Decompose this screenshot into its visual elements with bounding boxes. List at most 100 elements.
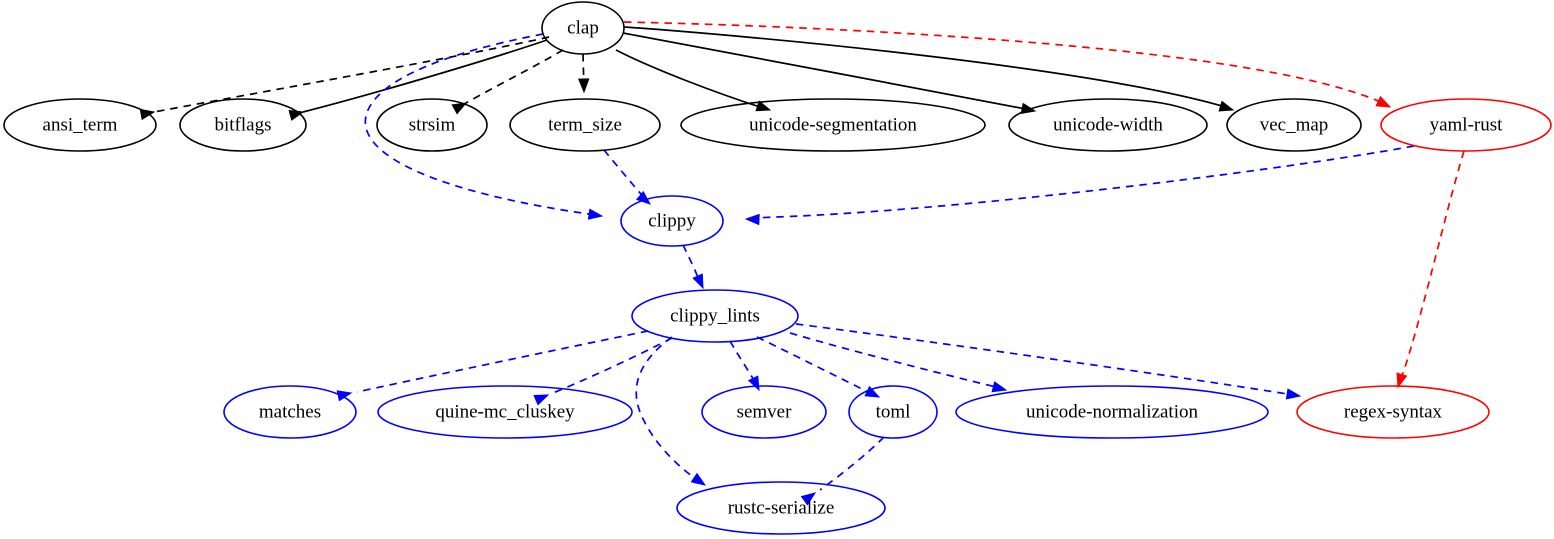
- edge-line: [682, 244, 701, 283]
- graph-node-toml[interactable]: toml: [848, 385, 938, 439]
- edge-line: [552, 337, 673, 394]
- node-label: unicode-normalization: [1026, 401, 1198, 422]
- node-label: rustc-serialize: [728, 497, 835, 518]
- graph-node-term_size[interactable]: term_size: [509, 98, 661, 152]
- graph-edge: [364, 33, 604, 220]
- edge-arrowhead: [578, 78, 590, 94]
- graph-edge: [623, 26, 1235, 112]
- graph-edge: [744, 145, 1415, 226]
- edge-arrowhead: [744, 213, 760, 226]
- node-ellipse: [1380, 98, 1552, 152]
- node-ellipse: [680, 98, 986, 152]
- edge-line: [465, 49, 564, 104]
- edge-line: [635, 336, 701, 483]
- edge-line: [623, 21, 1386, 105]
- node-ellipse: [1008, 98, 1208, 152]
- node-ellipse: [509, 98, 661, 152]
- node-label: strsim: [409, 114, 456, 135]
- edge-line: [729, 340, 757, 385]
- graph-edge: [623, 21, 1392, 108]
- node-ellipse: [631, 289, 799, 343]
- edge-arrowhead: [139, 108, 156, 121]
- node-ellipse: [377, 385, 633, 439]
- node-ellipse: [223, 385, 357, 439]
- edge-arrowhead: [690, 472, 707, 486]
- edge-arrowhead: [800, 492, 817, 506]
- graph-edge: [729, 340, 760, 392]
- edge-arrowhead: [1396, 372, 1408, 389]
- graph-node-regex-syntax[interactable]: regex-syntax: [1296, 385, 1490, 439]
- node-ellipse: [676, 481, 886, 535]
- node-label: semver: [737, 401, 793, 422]
- graph-node-semver[interactable]: semver: [701, 385, 827, 439]
- node-ellipse: [1296, 385, 1490, 439]
- node-label: matches: [259, 401, 321, 422]
- edge-line: [1399, 150, 1465, 382]
- graph-node-unicode-normalization[interactable]: unicode-normalization: [955, 385, 1269, 439]
- graph-node-bitflags[interactable]: bitflags: [179, 98, 307, 152]
- graph-edge: [533, 337, 673, 406]
- edge-arrowhead: [747, 375, 760, 392]
- edge-line: [615, 49, 767, 110]
- graph-node-clap[interactable]: clap: [541, 1, 625, 55]
- edge-line: [795, 323, 1295, 396]
- graph-node-clippy_lints[interactable]: clippy_lints: [631, 289, 799, 343]
- node-label: vec_map: [1260, 114, 1329, 135]
- edge-line: [819, 436, 885, 491]
- edge-line: [622, 32, 1032, 111]
- edge-line: [302, 39, 548, 113]
- edges-layer: [139, 21, 1465, 506]
- graph-edge: [635, 336, 707, 486]
- graph-edge: [1396, 150, 1465, 389]
- graph-node-yaml-rust[interactable]: yaml-rust: [1380, 98, 1552, 152]
- node-label: quine-mc_cluskey: [435, 401, 575, 422]
- edge-line: [756, 336, 875, 396]
- edge-arrowhead: [692, 273, 704, 290]
- graph-node-quine-mc_cluskey[interactable]: quine-mc_cluskey: [377, 385, 633, 439]
- graph-edge: [789, 332, 1008, 393]
- edge-line: [789, 332, 1001, 389]
- graph-node-rustc-serialize[interactable]: rustc-serialize: [676, 481, 886, 535]
- graph-edge: [288, 39, 548, 121]
- node-ellipse: [376, 98, 488, 152]
- graph-edge: [578, 53, 590, 94]
- graph-edge: [603, 149, 652, 205]
- node-label: clippy: [648, 210, 696, 231]
- node-ellipse: [848, 385, 938, 439]
- graph-edge: [615, 49, 772, 112]
- graph-node-unicode-width[interactable]: unicode-width: [1008, 98, 1208, 152]
- graph-node-ansi_term[interactable]: ansi_term: [3, 98, 157, 152]
- node-label: bitflags: [215, 114, 272, 135]
- edge-arrowhead: [1285, 388, 1302, 400]
- node-label: unicode-width: [1053, 114, 1163, 135]
- graph-edge: [756, 336, 881, 398]
- graph-edge: [451, 49, 564, 115]
- node-label: term_size: [548, 114, 622, 135]
- node-ellipse: [1226, 98, 1362, 152]
- graph-node-matches[interactable]: matches: [223, 385, 357, 439]
- edge-line: [623, 26, 1230, 109]
- edge-line: [603, 149, 647, 201]
- node-ellipse: [179, 98, 307, 152]
- node-ellipse: [3, 98, 157, 152]
- graph-edge: [139, 36, 550, 121]
- node-ellipse: [955, 385, 1269, 439]
- edge-arrowhead: [755, 100, 772, 112]
- edge-arrowhead: [587, 208, 604, 220]
- graph-node-strsim[interactable]: strsim: [376, 98, 488, 152]
- graph-node-vec_map[interactable]: vec_map: [1226, 98, 1362, 152]
- edge-arrowhead: [533, 394, 550, 406]
- graph-node-unicode-segmentation[interactable]: unicode-segmentation: [680, 98, 986, 152]
- edge-line: [364, 33, 597, 216]
- node-label: clap: [567, 17, 599, 38]
- node-label: clippy_lints: [670, 305, 760, 326]
- graph-node-clippy[interactable]: clippy: [620, 195, 724, 247]
- node-label: regex-syntax: [1344, 401, 1443, 422]
- edge-arrowhead: [635, 190, 652, 205]
- edge-arrowhead: [1218, 100, 1235, 112]
- node-ellipse: [541, 1, 625, 55]
- node-label: ansi_term: [43, 114, 118, 135]
